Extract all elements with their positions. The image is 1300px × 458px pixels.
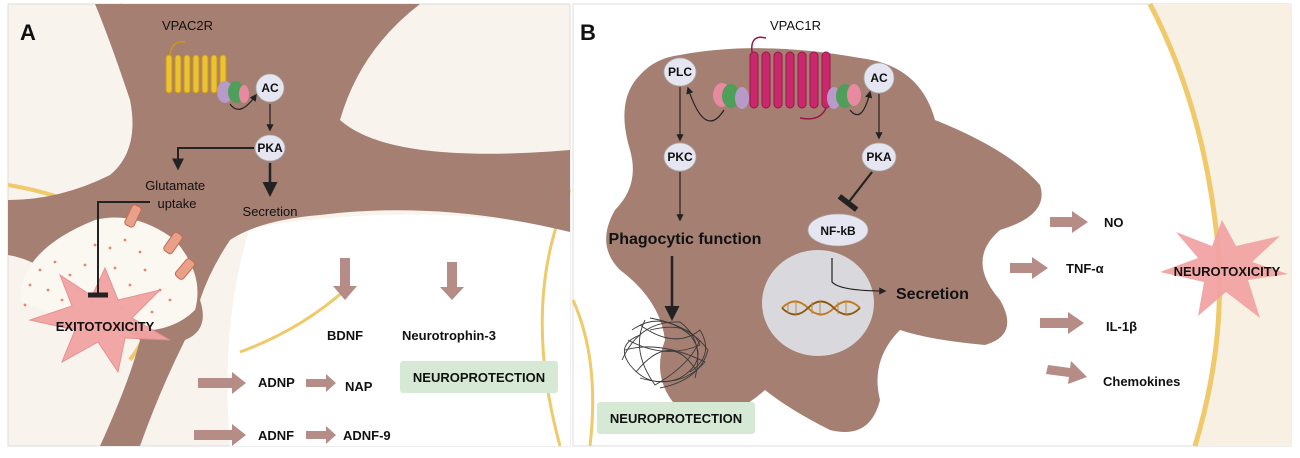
adnf9-label: ADNF-9 [343,428,391,443]
nap-label: NAP [345,379,373,394]
pka-node-b [861,142,897,172]
membrane-bottom [239,288,346,354]
pkc-node [663,142,697,172]
gprotein-to-ac-arrow [229,93,257,110]
glutamate-dots [23,238,172,314]
vpac2r-tail [169,41,186,56]
neurotoxicity-label: NEUROTOXICITY [1174,264,1281,279]
neuroprotection-box-b [597,402,755,434]
vpac1r-tail [751,36,767,53]
dna-helix [781,300,861,316]
synaptic-bouton [20,217,198,331]
debris-tangle [621,317,709,389]
neurotrophin-label: Neurotrophin-3 [402,328,496,343]
right-arrows-a [194,372,336,446]
panel-a-letter: A [20,20,36,45]
cytokine-arrows [1010,211,1088,384]
glutamate-transporters [124,204,196,280]
vpac1r-label: VPAC1R [770,18,821,33]
pka-label-a: PKA [257,141,283,155]
neuroprotection-label-b: NEUROPROTECTION [610,411,742,426]
adnp-label: ADNP [258,375,295,390]
no-label: NO [1104,215,1124,230]
exitotoxicity-label: EXITOTOXICITY [56,319,155,334]
ac-node-b [863,62,895,94]
bdnf-label: BDNF [327,328,363,343]
nfkb-node [807,213,869,247]
neuroprotection-label-a: NEUROPROTECTION [413,370,545,385]
plc-label: PLC [668,65,692,79]
panel-a: EXITOTOXICITY VPAC2R AC PKA Glutamate up… [7,3,572,447]
ac-label-b: AC [870,71,888,85]
g-protein-a [217,81,249,103]
nucleus [762,250,874,356]
ac-label-a: AC [261,81,279,95]
nfkb-to-secretion-arrow [831,258,887,295]
glutamate-label-line1: Glutamate [145,178,205,193]
extracellular-space [227,214,570,446]
pka-to-glutamate-arrow [172,147,254,171]
pka-inhibits-nfkb [837,171,873,212]
nfkb-label: NF-kB [820,224,856,238]
g-protein-b-right [827,84,861,109]
vpac1r-c-tail [799,107,827,120]
adnf-label: ADNF [258,428,294,443]
membrane-b-left [571,299,595,447]
vpac2r-label: VPAC2R [162,18,213,33]
pka-label-b: PKA [866,150,892,164]
vpac1r-receptor [749,51,831,109]
gprotein-to-ac-arrow-b [849,90,873,116]
neurotoxicity-star [1160,220,1288,318]
gprotein-to-plc-arrow [686,86,725,122]
chemokines-label: Chemokines [1103,374,1180,389]
neuroprotection-box-a [400,361,558,393]
il1b-label: IL-1β [1106,319,1137,334]
membrane-b-right [1147,2,1222,447]
secretion-label-b: Secretion [896,286,969,303]
glutamate-uptake-label: Glutamate uptake [145,178,209,211]
exitotoxicity-star [28,266,171,374]
down-arrows-a [333,258,464,300]
ac-node-a [255,73,285,103]
pkc-label: PKC [667,150,693,164]
pka-node-a [254,134,286,162]
panel-b-letter: B [580,20,596,45]
panel-b: VPAC1R PLC PKC Phagocytic function [571,2,1292,447]
secretion-label-a: Secretion [243,204,298,219]
plc-node [663,57,697,87]
g-protein-b-left [713,83,749,109]
glutamate-inhibition-line [88,201,150,298]
vpac2r-receptor [165,54,227,94]
tnf-label: TNF-α [1066,261,1104,276]
phagocytic-label: Phagocytic function [609,231,762,248]
glutamate-label-line2: uptake [157,196,196,211]
